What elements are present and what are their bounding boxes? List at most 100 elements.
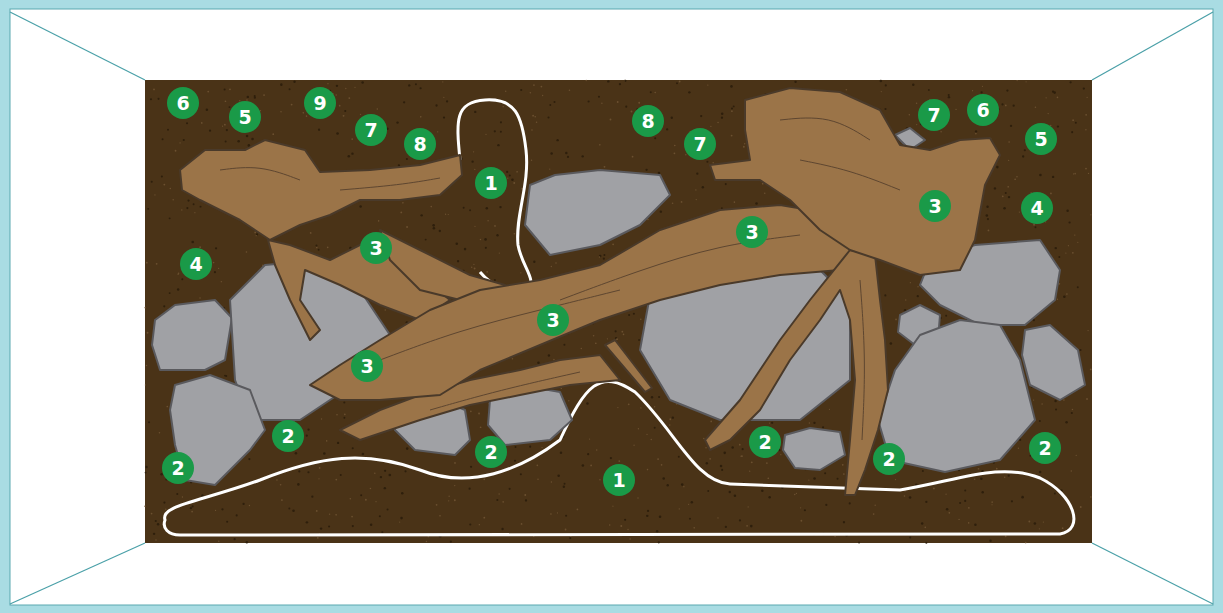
grain-dot [147,332,149,334]
grain-dot [200,206,202,208]
grain-dot [154,194,155,195]
grain-dot [533,261,535,263]
grain-dot [884,294,886,296]
grain-dot [311,496,313,498]
grain-dot [401,492,404,495]
grain-dot [542,95,543,96]
grain-dot [1013,105,1015,107]
grain-dot [981,491,983,493]
grain-dot [339,105,341,107]
rock [152,300,232,370]
grain-dot [629,538,631,540]
grain-dot [988,230,990,232]
grain-dot [659,516,662,519]
grain-dot [343,417,345,419]
grain-dot [454,485,455,486]
grain-dot [280,484,282,486]
grain-dot [627,529,628,530]
grain-dot [1016,176,1018,178]
grain-dot [640,318,642,320]
grain-dot [959,502,961,504]
grain-dot [350,498,352,500]
grain-dot [335,479,337,481]
callout-number: 2 [475,436,507,468]
grain-dot [895,479,896,480]
grain-dot [420,116,422,118]
grain-dot [470,466,472,468]
grain-dot [955,109,956,110]
grain-dot [181,209,182,210]
grain-dot [402,202,404,204]
callout-number: 2 [873,443,905,475]
driftwood [605,340,652,392]
grain-dot [1005,105,1007,107]
grain-dot [215,247,217,249]
grain-dot [638,339,640,341]
grain-dot [297,483,300,486]
grain-dot [617,407,618,408]
grain-dot [721,113,723,115]
grain-dot [646,515,648,517]
grain-dot [922,470,924,472]
grain-dot [1045,97,1046,98]
callout-number: 7 [918,99,950,131]
grain-dot [520,272,521,273]
grain-dot [337,442,339,444]
grain-dot [661,464,663,466]
grain-dot [156,263,158,265]
grain-dot [581,348,583,350]
grain-dot [1072,119,1074,121]
grain-dot [183,139,185,141]
grain-dot [406,447,409,450]
grain-dot [181,278,183,280]
grain-dot [958,519,959,520]
grain-dot [483,517,485,519]
grain-dot [1079,349,1081,351]
grain-dot [1011,500,1013,502]
grain-dot [162,138,164,140]
grain-dot [448,214,449,215]
grain-dot [557,512,558,513]
grain-dot [624,80,626,82]
grain-dot [615,330,617,332]
grain-dot [221,508,223,510]
grain-dot [565,515,567,517]
grain-dot [996,166,999,169]
grain-dot [689,518,691,520]
grain-dot [744,143,745,144]
grain-dot [496,234,498,236]
wood-grain [220,168,300,180]
grain-dot [808,479,809,480]
grain-dot [948,96,950,98]
grain-dot [352,447,354,449]
grain-dot [512,358,513,359]
grain-dot [637,497,638,498]
grain-dot [525,499,527,501]
grain-dot [360,494,362,496]
grain-dot [794,81,796,83]
grain-dot [360,114,361,115]
grain-dot [307,429,309,431]
grain-dot [612,506,613,507]
grain-dot [695,189,696,190]
grain-dot [348,97,350,99]
grain-dot [731,107,733,109]
grain-dot [989,540,991,542]
grain-dot [464,248,467,251]
grain-dot [986,206,988,208]
grain-dot [147,208,149,210]
grain-dot [302,112,304,114]
grain-dot [804,509,806,511]
callout-number: 4 [180,248,212,280]
grain-dot [151,513,153,515]
grain-dot [623,334,625,336]
grain-dot [316,510,318,512]
grain-dot [389,474,392,477]
grain-dot [506,171,508,173]
grain-dot [1058,256,1060,258]
callout-number: 3 [919,190,951,222]
grain-dot [521,523,523,525]
grain-dot [734,494,737,497]
grain-dot [509,488,511,490]
grain-dot [1006,89,1008,91]
